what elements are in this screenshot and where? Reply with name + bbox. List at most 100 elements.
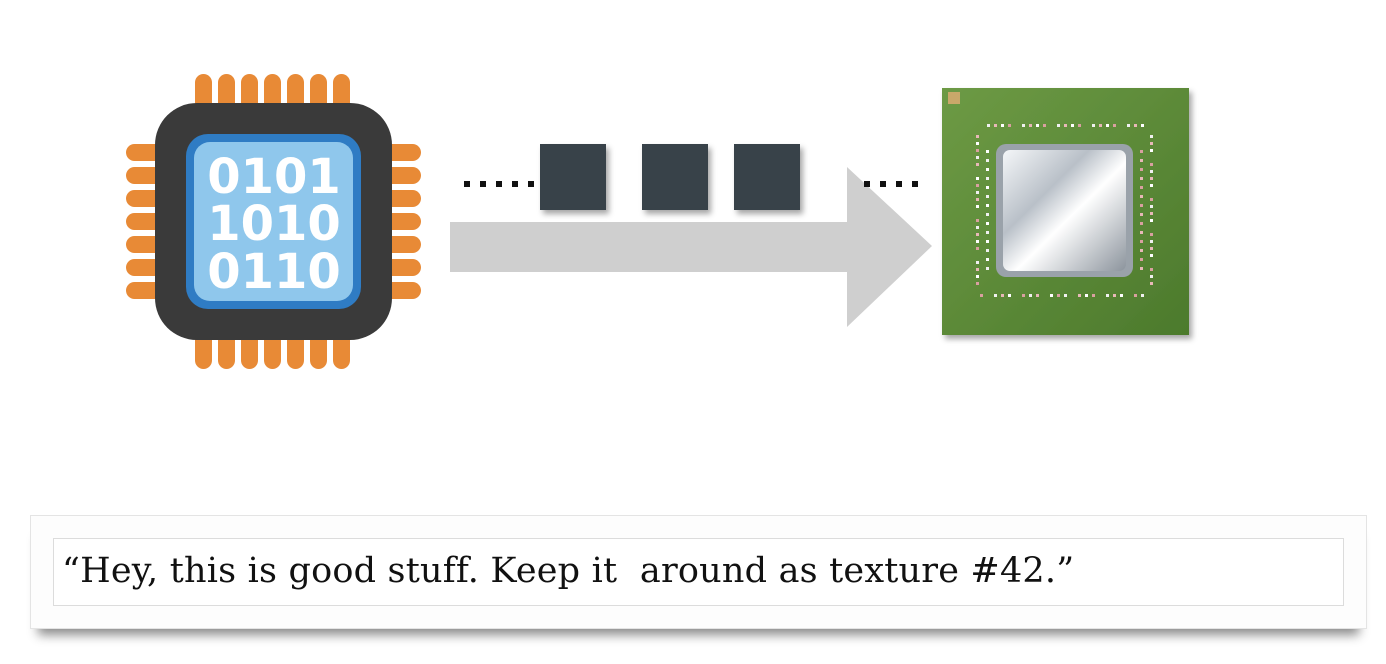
solder-dot [986,168,989,171]
solder-dot [1150,149,1153,152]
solder-dot [1029,124,1032,127]
die-surface [1003,150,1126,271]
solder-dot [986,177,989,180]
solder-dot [1036,124,1039,127]
solder-dot [1150,219,1153,222]
solder-dot [1057,124,1060,127]
processor-die-chip-icon [942,88,1189,335]
solder-dot [1140,249,1143,252]
solder-dot [976,135,979,138]
solder-dot [1141,124,1144,127]
solder-dot [986,195,989,198]
solder-dot [976,163,979,166]
solder-dot [986,186,989,189]
solder-dot [1106,294,1109,297]
solder-dot [1150,170,1153,173]
quote-text: “Hey, this is good stuff. Keep it around… [62,551,1075,591]
solder-dot [1150,205,1153,208]
solder-dot [1150,177,1153,180]
solder-dot [1140,168,1143,171]
solder-dot [1140,186,1143,189]
solder-dot [1120,294,1123,297]
solder-dot [986,231,989,234]
solder-dot [1140,222,1143,225]
dots-left [464,181,534,187]
solder-dot [1140,150,1143,153]
solder-dot [1150,240,1153,243]
solder-dot [1140,177,1143,180]
solder-dot [1071,124,1074,127]
solder-dot [1078,294,1081,297]
solder-dot [976,268,979,271]
binary-line-2: 1010 [207,196,341,252]
binary-line-1: 0101 [207,149,341,205]
solder-dot [1140,240,1143,243]
solder-dot [1099,124,1102,127]
solder-dot [1140,195,1143,198]
solder-dot [976,198,979,201]
solder-dot [986,204,989,207]
solder-dot [976,233,979,236]
solder-dot [976,149,979,152]
solder-dot [1141,294,1144,297]
data-block [734,144,800,210]
solder-dot [1150,184,1153,187]
solder-dot [1008,124,1011,127]
solder-dot [1064,294,1067,297]
solder-dot [986,159,989,162]
solder-dot [1057,294,1060,297]
chip-screen-inner [194,142,353,301]
solder-dot [1001,124,1004,127]
solder-dots [976,124,1153,297]
data-block [642,144,708,210]
solder-dot [1140,159,1143,162]
solder-dot [1140,231,1143,234]
solder-dot [1150,254,1153,257]
solder-dot [1150,233,1153,236]
solder-dot [1113,124,1116,127]
solder-dot [1127,124,1130,127]
solder-dot [994,124,997,127]
solder-dot [976,261,979,264]
transfer-arrow [450,167,932,327]
solder-dot [1140,258,1143,261]
solder-dot [976,191,979,194]
solder-dot [1150,163,1153,166]
solder-dot [976,142,979,145]
solder-dot [1085,294,1088,297]
solder-dot [1150,282,1153,285]
data-blocks [540,144,800,210]
solder-dot [1134,124,1137,127]
dots-right [864,181,918,187]
solder-dot [1150,212,1153,215]
solder-dot [1022,294,1025,297]
solder-dot [1150,142,1153,145]
solder-dot [1150,268,1153,271]
solder-dot [994,294,997,297]
solder-dot [976,219,979,222]
solder-dot [987,124,990,127]
microcontroller-chip-icon: 0101 1010 0110 [126,74,421,369]
solder-dot [1092,124,1095,127]
solder-dot [1036,294,1039,297]
solder-dot [1140,213,1143,216]
solder-dot [1078,124,1081,127]
solder-dot [986,222,989,225]
solder-dot [986,249,989,252]
solder-dot [976,247,979,250]
solder-dot [1113,294,1116,297]
solder-dot [980,294,983,297]
solder-dot [976,184,979,187]
quote-card: “Hey, this is good stuff. Keep it around… [30,515,1367,629]
solder-dot [1140,204,1143,207]
solder-dot [1150,198,1153,201]
solder-dot [1140,267,1143,270]
solder-dot [986,258,989,261]
solder-dot [1092,294,1095,297]
corner-marker [948,92,960,104]
data-block [540,144,606,210]
solder-dot [1150,275,1153,278]
solder-dot [1022,124,1025,127]
solder-dot [1150,135,1153,138]
solder-dot [976,275,979,278]
